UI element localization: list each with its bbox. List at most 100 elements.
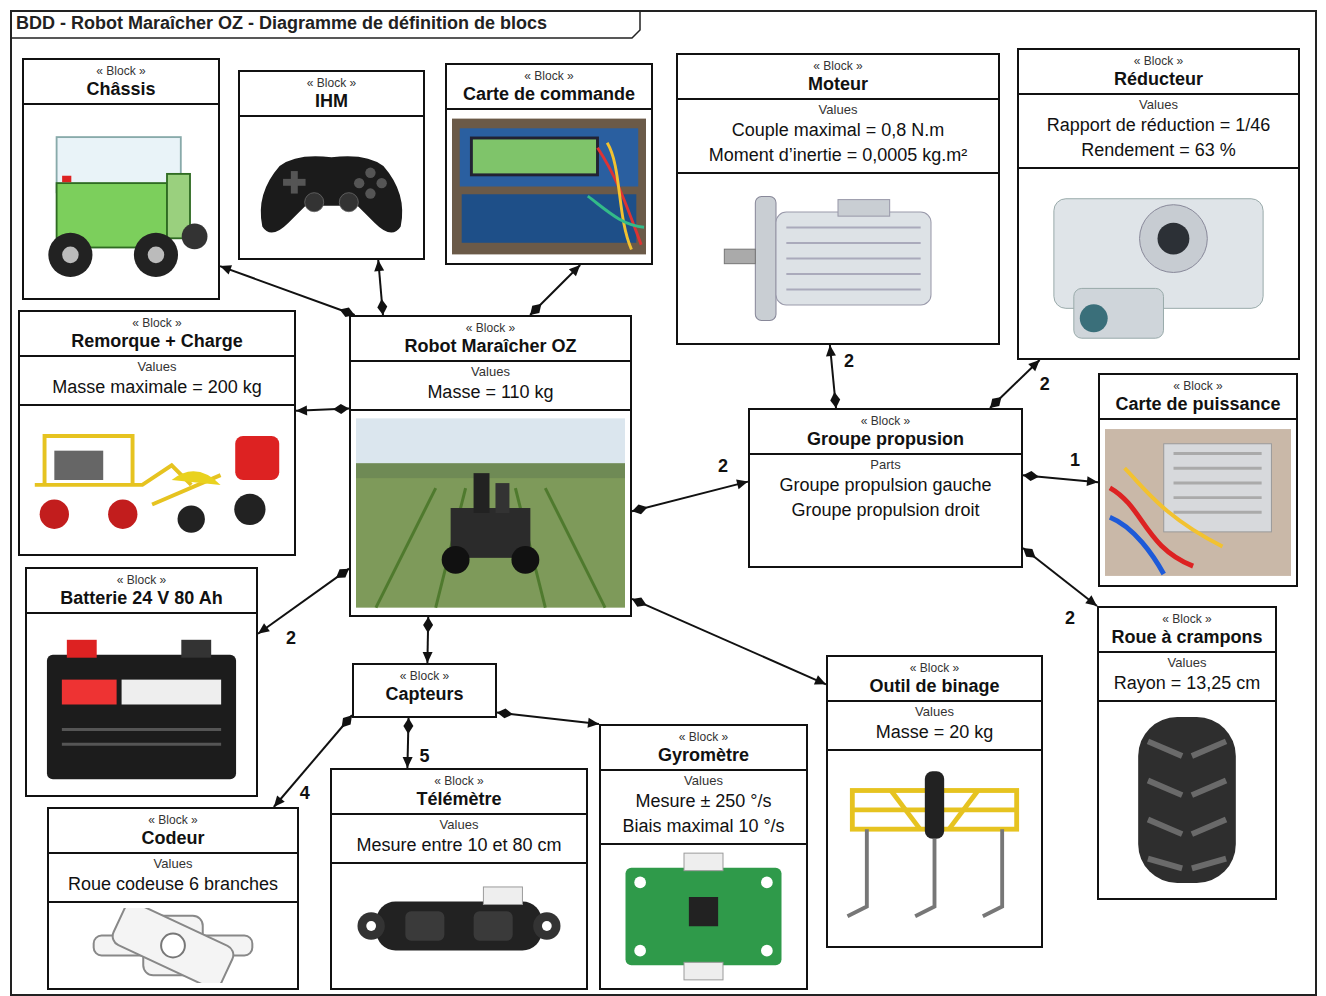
chassis-picture [29,110,213,293]
block: « Block »Carte de commande [445,63,653,265]
stereotype: « Block » [679,730,728,744]
composition-diamond [333,404,349,414]
compartment: ValuesMesure entre 10 et 80 cm [332,815,586,864]
composition-diamond [632,504,648,514]
arrow-head [374,260,384,271]
wheel-picture [1104,707,1270,893]
value-line: Masse = 20 kg [876,720,994,745]
compartment: ValuesRayon = 13,25 cm [1099,653,1275,702]
stereotype: « Block » [861,414,910,428]
picture-area [49,903,297,988]
stereotype: « Block » [307,76,356,90]
stereotype: « Block » [148,813,197,827]
picture-area [678,174,998,343]
value-line: Roue codeuse 6 branches [68,872,278,897]
picture-area [1100,420,1296,585]
composition-diamond [1023,548,1036,558]
battery-picture [32,619,251,790]
stereotype: « Block » [910,661,959,675]
arrow-head [1085,595,1097,606]
composition-diamond [423,617,433,633]
stereotype: « Block » [117,573,166,587]
block: « Block »Groupe propusionPartsGroupe pro… [748,408,1023,568]
picture-area [351,411,630,615]
link-line [530,265,580,315]
block-name: Réducteur [1114,68,1203,90]
block-header: « Block »Capteurs [354,665,495,716]
block-header: « Block »Châssis [24,60,218,105]
gyro-board-picture [606,850,801,983]
picture-area [20,406,294,554]
composition-diamond [990,397,1002,408]
block-header: « Block »Robot Maraîcher OZ [351,317,630,362]
picture-area [24,105,218,298]
block: « Block »MoteurValuesCouple maximal = 0,… [676,53,1000,345]
block-header: « Block »IHM [240,72,423,117]
composition-diamond [530,304,541,315]
gamepad-picture [245,122,418,253]
block: « Block »Châssis [22,58,220,300]
range-sensor-picture [337,869,581,983]
composition-link [632,479,748,514]
block: « Block »RéducteurValuesRapport de réduc… [1017,48,1300,360]
value-line: Mesure ± 250 °/s [635,789,771,814]
composition-link [374,260,387,315]
composition-diamond [830,392,840,408]
arrow-head [826,345,836,356]
stereotype: « Block » [1134,54,1183,68]
value-line: Groupe propulsion droit [791,498,979,523]
block-name: IHM [315,90,348,112]
composition-link [826,345,840,408]
block: « Block »GyromètreValuesMesure ± 250 °/s… [599,724,808,990]
block-header: « Block »Carte de puissance [1100,375,1296,420]
compartment-label: Values [471,364,510,380]
block-name: Carte de puissance [1115,393,1280,415]
compartment-label: Values [1139,97,1178,113]
link-line [220,266,355,315]
compartment: PartsGroupe propulsion gaucheGroupe prop… [750,455,1021,566]
stereotype: « Block » [524,69,573,83]
stereotype: « Block » [96,64,145,78]
block-name: Remorque + Charge [71,330,243,352]
composition-diamond [336,569,349,578]
value-line: Rayon = 13,25 cm [1114,671,1261,696]
picture-area [601,845,806,988]
composition-link [497,708,599,727]
value-line: Rendement = 63 % [1081,138,1236,163]
composition-link [1023,471,1098,486]
power-board-picture [1105,425,1291,580]
composition-link [258,569,349,634]
link-line [990,360,1040,408]
compartment: ValuesMesure ± 250 °/sBiais maximal 10 °… [601,771,806,845]
block: « Block »Robot Maraîcher OZValuesMasse =… [349,315,632,617]
picture-area [447,110,651,263]
block: « Block »Carte de puissance [1098,373,1298,587]
block: « Block »Batterie 24 V 80 Ah [25,567,258,797]
arrow-head [1087,476,1098,486]
picture-area [1019,169,1298,358]
block-name: Moteur [808,73,868,95]
composition-link [530,265,580,315]
control-board-picture [452,115,646,258]
compartment-label: Values [154,856,193,872]
picture-area [828,751,1041,946]
block-name: Gyromètre [658,744,749,766]
block-header: « Block »Batterie 24 V 80 Ah [27,569,256,614]
compartment: ValuesMasse = 110 kg [351,362,630,411]
diagram-title: BDD - Robot Maraîcher OZ - Diagramme de … [16,13,547,34]
compartment: ValuesCouple maximal = 0,8 N.mMoment d’i… [678,100,998,174]
value-line: Moment d’inertie = 0,0005 kg.m² [709,143,968,168]
robot-picture [356,416,625,610]
block-name: Capteurs [385,683,463,705]
arrow-head [736,479,748,489]
block-header: « Block »Roue à crampons [1099,608,1275,653]
block: « Block »TélémètreValuesMesure entre 10 … [330,768,588,990]
arrow-head [814,675,826,684]
block-header: « Block »Carte de commande [447,65,651,110]
stereotype: « Block » [466,321,515,335]
block-header: « Block »Codeur [49,809,297,854]
block-name: Batterie 24 V 80 Ah [60,587,222,609]
link-line [1023,548,1097,606]
picture-area [1099,702,1275,898]
